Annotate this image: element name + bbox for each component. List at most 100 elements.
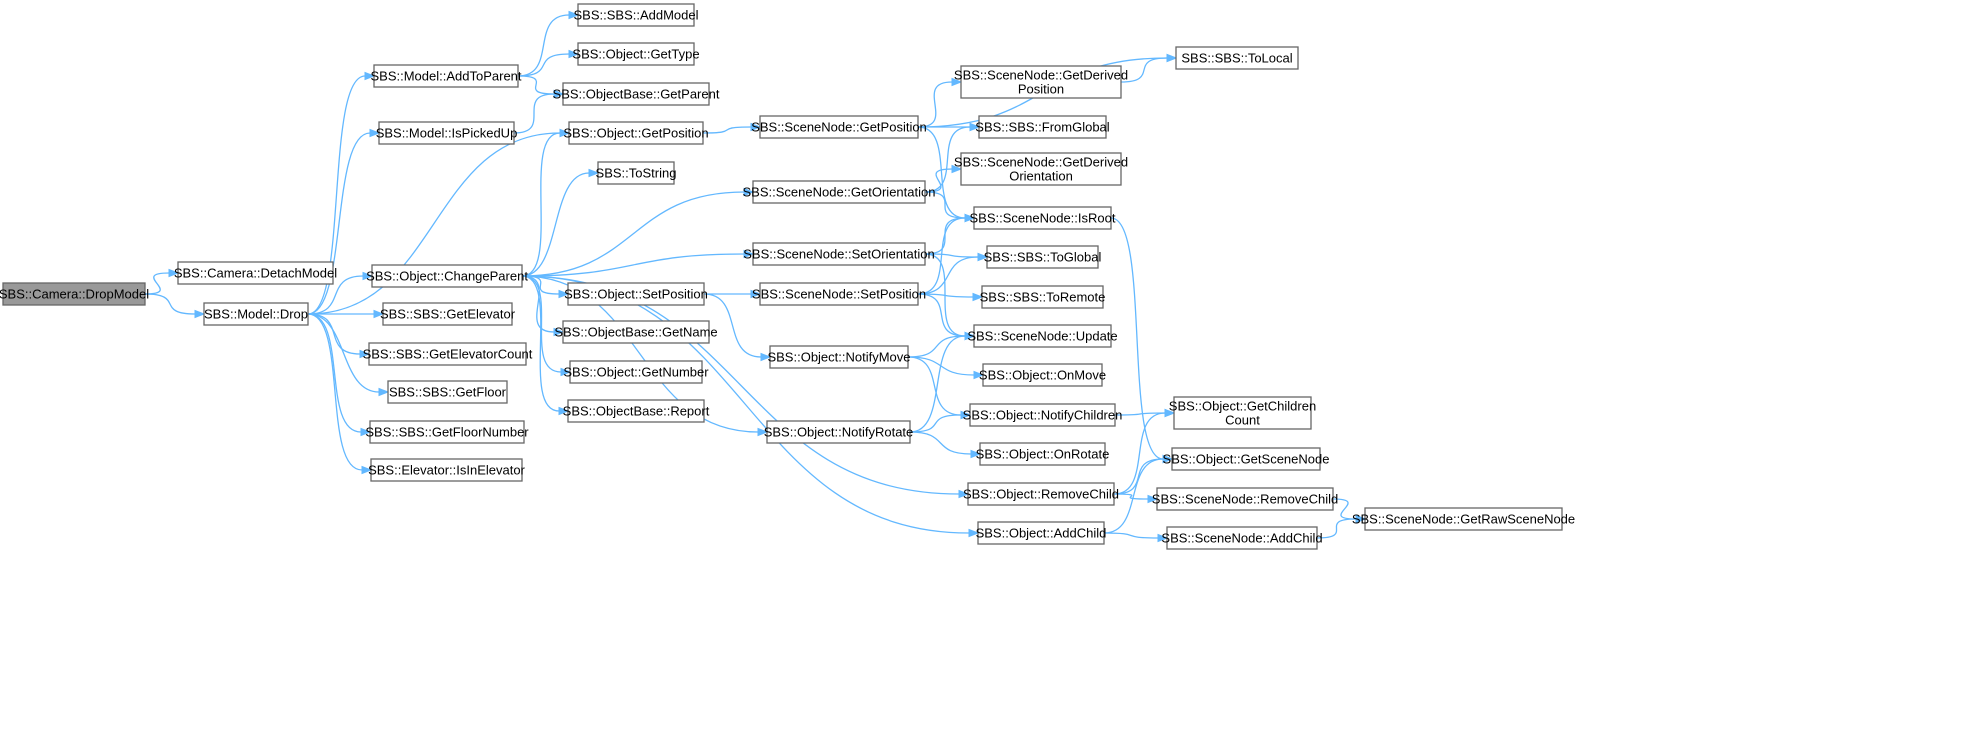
node-box (370, 458, 523, 482)
node-label: SBS::SceneNode::GetRawSceneNode (1352, 512, 1575, 527)
node-get-floor-number[interactable]: SBS::SBS::GetFloorNumber (365, 420, 529, 444)
edge-arrowhead (972, 292, 984, 302)
node-get-elevator[interactable]: SBS::SBS::GetElevator (380, 302, 516, 326)
edge-line (917, 81, 953, 128)
node-get-floor[interactable]: SBS::SBS::GetFloor (387, 380, 508, 404)
node-is-picked-up[interactable]: SBS::Model::IsPickedUp (376, 121, 518, 145)
node-box (960, 152, 1122, 186)
node-obj-get-position[interactable]: SBS::Object::GetPosition (563, 121, 709, 145)
node-to-global[interactable]: SBS::SBS::ToGlobal (984, 245, 1102, 269)
node-label: SBS::SBS::FromGlobal (975, 120, 1109, 135)
node-sn-get-position[interactable]: SBS::SceneNode::GetPosition (751, 115, 927, 139)
node-box (967, 482, 1115, 506)
edge-line (924, 253, 979, 258)
edge-arrowhead (973, 370, 985, 380)
edge-change-parent-to-obj-get-position (521, 128, 571, 277)
node-to-string[interactable]: SBS::ToString (596, 161, 677, 185)
node-label: SBS::SBS::GetFloor (389, 385, 507, 400)
edge-arrowhead (369, 128, 381, 138)
node-on-move[interactable]: SBS::Object::OnMove (979, 363, 1106, 387)
edge-change-parent-to-get-name (521, 275, 565, 337)
node-remove-child[interactable]: SBS::Object::RemoveChild (963, 482, 1119, 506)
edge-model-drop-to-get-floor-number (307, 313, 372, 437)
node-box (1171, 447, 1321, 471)
node-label: SBS::SceneNode::GetOrientation (743, 185, 936, 200)
edge-arrowhead (1166, 53, 1178, 63)
node-label: SBS::Model::Drop (204, 307, 308, 322)
node-from-global[interactable]: SBS::SBS::FromGlobal (975, 115, 1110, 139)
node-get-parent[interactable]: SBS::ObjectBase::GetParent (553, 82, 720, 106)
node-to-local[interactable]: SBS::SBS::ToLocal (1175, 46, 1299, 70)
node-box (177, 261, 334, 285)
node-label: SBS::ObjectBase::GetName (554, 325, 717, 340)
node-label: SBS::SBS::GetElevator (380, 307, 516, 322)
node-label: SBS::Object::GetNumber (563, 365, 709, 380)
edge-line (517, 75, 555, 95)
node-obj-set-position[interactable]: SBS::Object::SetPosition (564, 282, 708, 306)
node-box (597, 161, 675, 185)
node-box (1364, 507, 1563, 531)
node-notify-rotate[interactable]: SBS::Object::NotifyRotate (764, 420, 914, 444)
edge-notify-move-to-on-move (907, 356, 985, 380)
node-box (977, 521, 1105, 545)
edge-line (517, 53, 570, 77)
node-notify-move[interactable]: SBS::Object::NotifyMove (767, 345, 911, 369)
node-get-raw-scene-node[interactable]: SBS::SceneNode::GetRawSceneNode (1352, 507, 1575, 531)
node-is-in-elevator[interactable]: SBS::Elevator::IsInElevator (368, 458, 526, 482)
node-on-rotate[interactable]: SBS::Object::OnRotate (976, 442, 1110, 466)
node-detach-model[interactable]: SBS::Camera::DetachModel (174, 261, 337, 285)
node-sn-add-child[interactable]: SBS::SceneNode::AddChild (1161, 526, 1323, 550)
edge-notify-move-to-notify-children (907, 356, 972, 420)
node-box (981, 285, 1104, 309)
node-report[interactable]: SBS::ObjectBase::Report (563, 399, 710, 423)
node-label: SBS::SceneNode::Update (967, 329, 1117, 344)
node-sn-remove-child[interactable]: SBS::SceneNode::RemoveChild (1152, 487, 1338, 511)
node-box (752, 180, 926, 204)
node-to-remote[interactable]: SBS::SBS::ToRemote (980, 285, 1106, 309)
node-notify-children[interactable]: SBS::Object::NotifyChildren (963, 403, 1123, 427)
edge-arrowhead (560, 367, 572, 377)
edge-line (1113, 493, 1149, 500)
node-get-number[interactable]: SBS::Object::GetNumber (563, 360, 709, 384)
node-add-child[interactable]: SBS::Object::AddChild (976, 521, 1107, 545)
edge-arrowhead (559, 128, 571, 138)
edge-arrowhead (760, 352, 772, 362)
node-sn-update[interactable]: SBS::SceneNode::Update (967, 324, 1118, 348)
node-get-type[interactable]: SBS::Object::GetType (572, 42, 700, 66)
edge-line (1113, 412, 1166, 495)
node-add-model[interactable]: SBS::SBS::AddModel (573, 3, 699, 27)
node-box (1156, 487, 1334, 511)
node-label: SBS::Object::OnRotate (976, 447, 1110, 462)
edge-arrowhead (378, 387, 390, 397)
node-box (752, 242, 926, 266)
node-drop-model[interactable]: SBS::Camera::DropModel (0, 282, 149, 306)
edge-line (1110, 217, 1164, 460)
edge-line (924, 168, 953, 193)
edge-arrowhead (757, 427, 769, 437)
node-is-root[interactable]: SBS::SceneNode::IsRoot (970, 206, 1116, 230)
node-sn-set-position[interactable]: SBS::SceneNode::SetPosition (752, 282, 926, 306)
edge-sn-get-orientation-to-from-global (924, 122, 981, 193)
node-change-parent[interactable]: SBS::Object::ChangeParent (366, 264, 528, 288)
node-box (577, 42, 695, 66)
edge-model-drop-to-get-elevator-count (307, 313, 371, 359)
edge-line (917, 293, 974, 298)
node-get-name[interactable]: SBS::ObjectBase::GetName (554, 320, 718, 344)
node-box (973, 324, 1112, 348)
edge-change-parent-to-report (521, 275, 570, 416)
node-get-scene-node[interactable]: SBS::Object::GetSceneNode (1163, 447, 1330, 471)
edge-sn-set-position-to-to-global (917, 252, 989, 295)
edge-arrowhead (958, 489, 970, 499)
node-add-to-parent[interactable]: SBS::Model::AddToParent (370, 64, 522, 88)
node-label: SBS::ObjectBase::Report (563, 404, 710, 419)
edge-sn-set-position-to-to-remote (917, 292, 984, 302)
node-get-elevator-count[interactable]: SBS::SBS::GetElevatorCount (363, 342, 533, 366)
node-model-drop[interactable]: SBS::Model::Drop (203, 302, 309, 326)
node-sn-set-orientation[interactable]: SBS::SceneNode::SetOrientation (743, 242, 935, 266)
edge-line (307, 275, 364, 315)
node-sn-get-orientation[interactable]: SBS::SceneNode::GetOrientation (743, 180, 936, 204)
edge-arrowhead (977, 252, 989, 262)
